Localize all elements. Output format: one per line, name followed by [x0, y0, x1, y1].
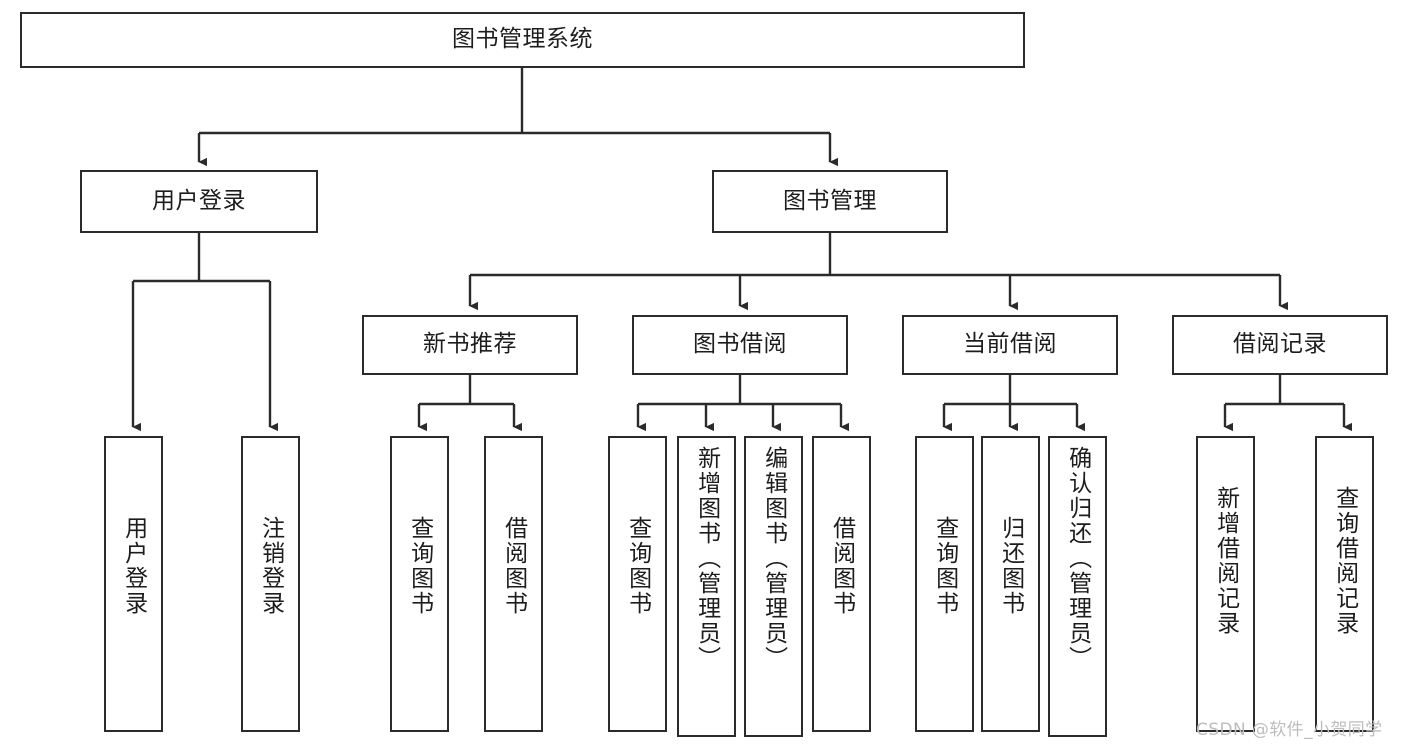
leaf-borrow-books[interactable]: 借阅图书 [812, 436, 871, 732]
leaf-edit-book-admin[interactable]: 编辑图书（管理员） [744, 436, 803, 737]
leaf-return-books[interactable]: 归还图书 [981, 436, 1040, 732]
node-label: 用户登录 [152, 187, 246, 214]
node-label: 查询图书 [406, 516, 433, 616]
leaf-query-books-current[interactable]: 查询图书 [915, 436, 974, 732]
node-label: 查询借阅记录 [1331, 486, 1358, 636]
node-label: 图书管理 [783, 187, 877, 214]
leaf-user-login[interactable]: 用户登录 [104, 436, 163, 732]
node-label: 注销登录 [257, 516, 284, 616]
node-label: 图书借阅 [693, 331, 787, 358]
node-label: 借阅图书 [828, 516, 855, 616]
node-new-book-recommendation[interactable]: 新书推荐 [362, 315, 578, 375]
node-label: 借阅图书 [500, 516, 527, 616]
node-label: 编辑图书（管理员） [760, 446, 787, 671]
node-book-management[interactable]: 图书管理 [712, 170, 948, 233]
leaf-query-books-borrow[interactable]: 查询图书 [608, 436, 667, 732]
leaf-add-borrow-record[interactable]: 新增借阅记录 [1196, 436, 1255, 732]
node-label: 当前借阅 [963, 331, 1057, 358]
csdn-watermark: CSDN @软件_小贺同学 [1196, 720, 1383, 740]
leaf-query-books-recommend[interactable]: 查询图书 [390, 436, 449, 732]
node-book-borrowing[interactable]: 图书借阅 [632, 315, 848, 375]
node-borrow-records[interactable]: 借阅记录 [1172, 315, 1388, 375]
node-current-borrowing[interactable]: 当前借阅 [902, 315, 1118, 375]
leaf-logout[interactable]: 注销登录 [241, 436, 300, 732]
node-label: 确认归还（管理员） [1064, 446, 1091, 671]
leaf-confirm-return-admin[interactable]: 确认归还（管理员） [1048, 436, 1107, 737]
node-label: 新增图书（管理员） [693, 446, 720, 671]
leaf-add-book-admin[interactable]: 新增图书（管理员） [677, 436, 736, 737]
node-user-login[interactable]: 用户登录 [80, 170, 318, 233]
node-label: 查询图书 [624, 516, 651, 616]
node-label: 借阅记录 [1233, 331, 1327, 358]
node-label: 新书推荐 [423, 331, 517, 358]
node-label: 用户登录 [120, 516, 147, 616]
node-root-book-management-system[interactable]: 图书管理系统 [20, 12, 1025, 68]
leaf-query-borrow-record[interactable]: 查询借阅记录 [1315, 436, 1374, 732]
node-label: 图书管理系统 [452, 26, 593, 53]
node-label: 归还图书 [997, 516, 1024, 616]
node-label: 新增借阅记录 [1212, 486, 1239, 636]
leaf-borrow-books-recommend[interactable]: 借阅图书 [484, 436, 543, 732]
node-label: 查询图书 [931, 516, 958, 616]
